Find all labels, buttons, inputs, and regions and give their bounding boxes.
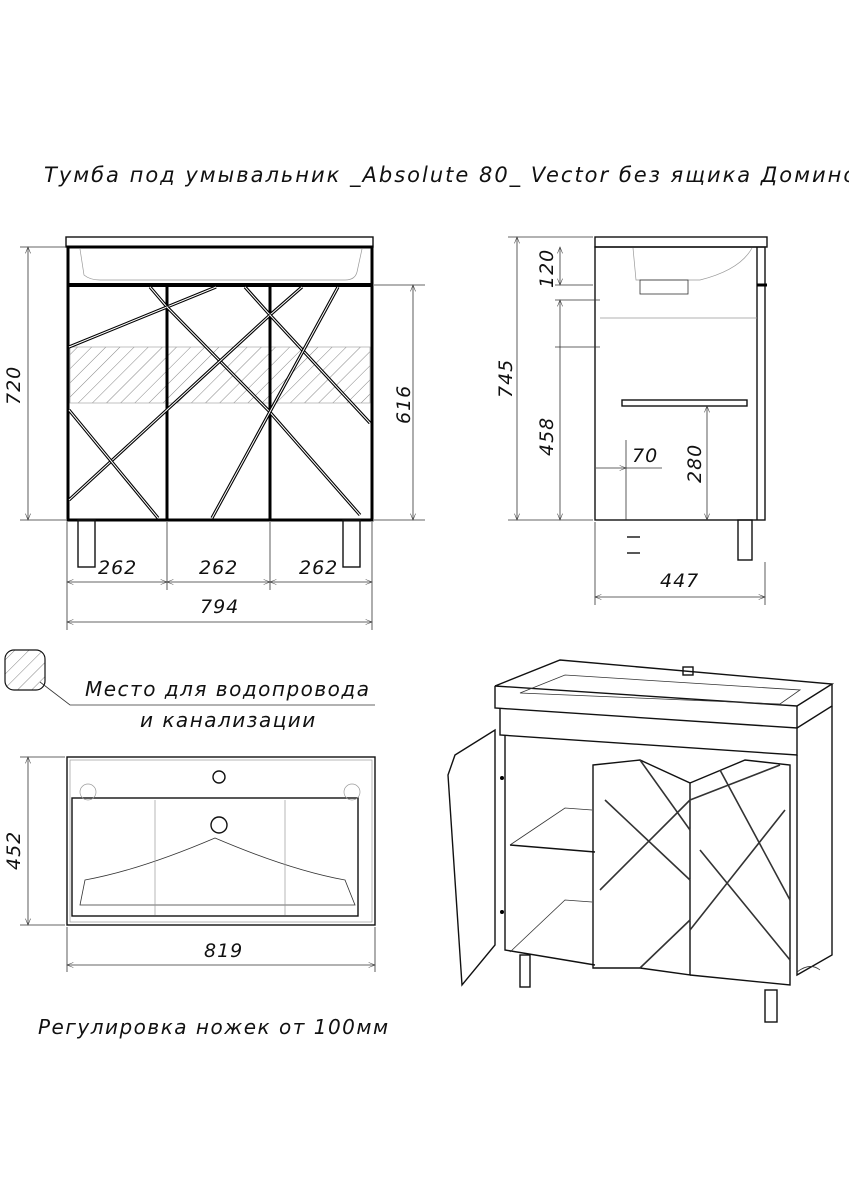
dim-door-width: 262 <box>98 557 137 579</box>
cabinet-side <box>594 246 766 521</box>
shelf <box>621 399 748 407</box>
drawing-title: Тумба под умывальник _Absolute 80_ Vecto… <box>44 163 849 188</box>
front-view: 720 616 262 262 262 794 <box>3 236 425 630</box>
sink-bowl <box>79 248 363 281</box>
dim-width-819: 819 <box>204 940 243 962</box>
sink-profile <box>632 247 753 281</box>
side-view: 745 120 458 70 280 447 <box>495 236 768 605</box>
legend: Место для водопровода и канализации <box>4 649 375 732</box>
dim-depth-447: 447 <box>660 570 699 592</box>
iso-open-door <box>447 728 496 987</box>
legend-line1: Место для водопровода <box>85 677 371 701</box>
leg <box>737 519 753 561</box>
dim-door-width: 262 <box>199 557 238 579</box>
legend-hatch-swatch <box>4 649 46 691</box>
iso-door-right <box>689 759 791 986</box>
dim-shelf-280: 280 <box>684 444 706 483</box>
dim-door-width: 262 <box>299 557 338 579</box>
dim-height-616: 616 <box>393 385 415 424</box>
leg-adjustment-note: Регулировка ножек от 100мм <box>38 1015 390 1039</box>
dim-height-720: 720 <box>3 366 25 405</box>
dim-lower-458: 458 <box>536 417 558 456</box>
isometric-view <box>447 659 835 1023</box>
leg <box>342 519 361 568</box>
iso-door-left <box>592 759 691 976</box>
dim-offset-70: 70 <box>632 445 658 467</box>
tap-hole <box>212 770 226 784</box>
plan-view: 452 819 <box>3 756 376 972</box>
dim-depth-452: 452 <box>3 831 25 870</box>
dim-top-120: 120 <box>536 249 558 288</box>
dim-height-745: 745 <box>495 359 517 398</box>
cabinet-body <box>66 245 374 522</box>
dim-width-794: 794 <box>200 596 239 618</box>
door-decor-lines <box>67 285 372 520</box>
drain-hole <box>210 816 228 834</box>
plumbing-zone-hatch <box>69 346 371 404</box>
leg <box>77 519 96 568</box>
legend-line2: и канализации <box>140 708 317 732</box>
